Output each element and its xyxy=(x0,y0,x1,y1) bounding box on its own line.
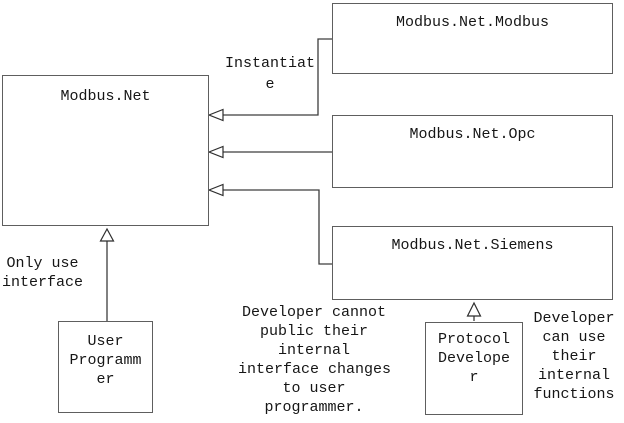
class-box-modbus-net: Modbus.Net xyxy=(2,75,209,226)
connector-siemens-to-net xyxy=(223,189,332,265)
annotation-line: Only use xyxy=(6,255,79,272)
actor-box-line: Protocol xyxy=(437,331,510,348)
class-box-title: Modbus.Net.Siemens xyxy=(391,237,554,254)
class-box-modbus-net-opc: Modbus.Net.Opc xyxy=(332,115,613,188)
actor-box-line: er xyxy=(96,371,115,388)
annotation-line: internal xyxy=(537,367,610,384)
actor-box-line: r xyxy=(469,369,479,386)
connector-modbus-to-net xyxy=(223,38,332,116)
annotation-line: functions xyxy=(533,386,615,403)
actor-box-line: Develope xyxy=(437,350,510,367)
annotation-line: interface changes xyxy=(238,361,392,378)
class-box-title: Modbus.Net xyxy=(60,88,151,105)
open-arrowhead-up-user xyxy=(99,227,115,242)
annotation-line: Instantiat xyxy=(224,55,315,72)
annotation-developer-cannot: Developer cannot public their internal i… xyxy=(238,303,392,417)
class-box-modbus-net-modbus: Modbus.Net.Modbus xyxy=(332,3,613,74)
class-box-title: Modbus.Net.Opc xyxy=(409,126,536,143)
actor-box-line: Programm xyxy=(69,352,142,369)
annotation-line: Developer xyxy=(533,310,615,327)
annotation-line: can use xyxy=(542,329,606,346)
annotation-instantiate: Instantiat e xyxy=(210,53,330,95)
actor-box-user-programmer: User Programm er xyxy=(58,321,153,413)
annotation-line: programmer. xyxy=(264,399,364,416)
actor-box-line: User xyxy=(87,333,124,350)
annotation-line: Developer cannot xyxy=(241,304,387,321)
open-arrowhead-left-siemens xyxy=(207,183,224,197)
annotation-line: e xyxy=(265,76,275,93)
annotation-only-use-interface: Only use interface xyxy=(0,254,85,292)
annotation-line: internal xyxy=(277,342,350,359)
annotation-line: public their xyxy=(259,323,369,340)
class-box-title: Modbus.Net.Modbus xyxy=(395,14,550,31)
actor-box-protocol-developer: Protocol Develope r xyxy=(425,322,523,415)
open-arrowhead-left-modbus xyxy=(207,108,224,122)
open-arrowhead-up-protocol xyxy=(466,301,482,317)
annotation-line: their xyxy=(551,348,597,365)
annotation-line: interface xyxy=(1,274,83,291)
annotation-line: to user xyxy=(282,380,346,397)
open-arrowhead-left-opc xyxy=(207,145,224,159)
class-box-modbus-net-siemens: Modbus.Net.Siemens xyxy=(332,226,613,300)
annotation-developer-can: Developer can use their internal functio… xyxy=(524,309,624,404)
